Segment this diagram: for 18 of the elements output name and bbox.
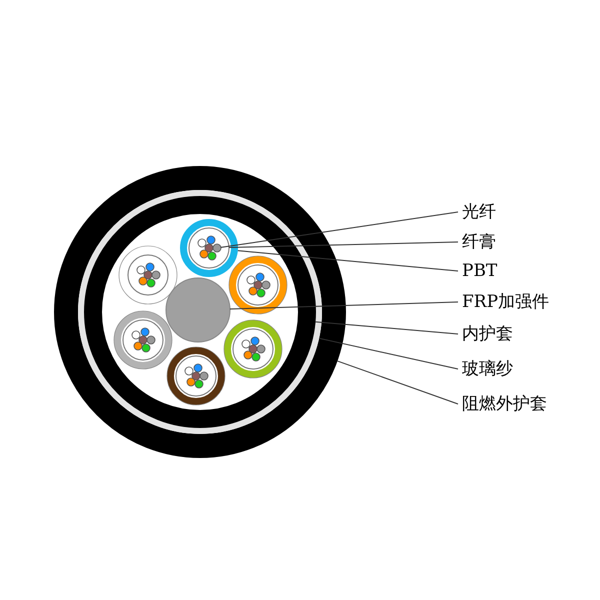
strength-member — [166, 278, 230, 342]
part-label: 阻燃外护套 — [462, 394, 547, 414]
leader-line — [237, 250, 458, 272]
part-label: 纤膏 — [462, 232, 496, 252]
leader-line — [337, 360, 458, 404]
leader-line — [228, 242, 458, 248]
leader-line — [318, 338, 458, 370]
part-label: 光纤 — [462, 202, 496, 222]
leader-line — [220, 212, 458, 248]
part-label: FRP加强件 — [462, 292, 550, 312]
part-label: 内护套 — [462, 324, 513, 344]
part-label: 玻璃纱 — [462, 359, 513, 379]
leader-line — [315, 321, 458, 334]
buffer-tube — [180, 219, 238, 277]
gel-filling — [188, 228, 230, 268]
outer-sheath — [54, 166, 346, 458]
leader-line — [229, 302, 458, 310]
part-label: PBT — [462, 261, 498, 281]
